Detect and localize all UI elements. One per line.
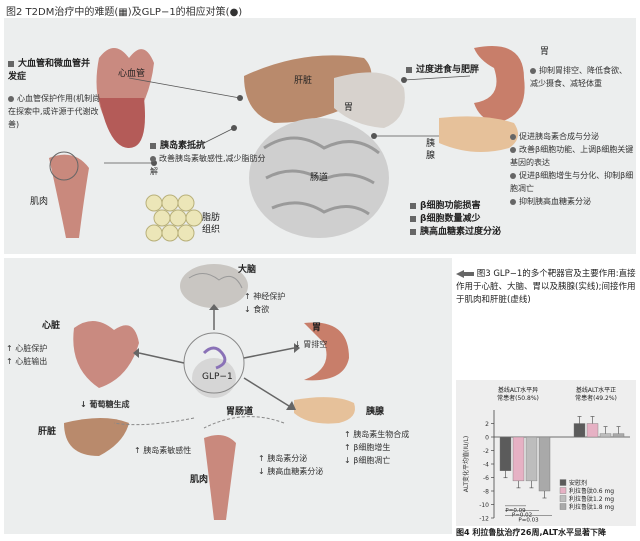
- legend-label: 利拉鲁肽1.8 mg: [569, 503, 614, 511]
- muscle3-shape: [204, 434, 236, 520]
- p-value-label: P=0.02: [512, 513, 532, 519]
- figure2-title: 图2 T2DM治疗中的难题(▦)及GLP−1的相应对策(●): [6, 7, 243, 18]
- bar: [612, 433, 625, 438]
- overeating-label: 过度进食与肥胖: [406, 62, 479, 75]
- gut-label: 肠道: [310, 173, 329, 183]
- y-tick-label: -12: [479, 516, 489, 523]
- beta-issues: β细胞功能损害 β细胞数量减少 胰高血糖素过度分泌: [410, 200, 501, 239]
- right-group-label-2: 常患者(49.2%): [575, 394, 617, 402]
- pancreas-bullets: 促进胰岛素合成与分泌 改善β细胞功能、上调β细胞关键基因的表达 促进β细胞增生与…: [510, 130, 634, 208]
- pancreas3-shape: [294, 397, 355, 424]
- legend-label: 安慰剂: [569, 479, 587, 487]
- legend-label: 利拉鲁肽1.2 mg: [569, 495, 614, 503]
- y-tick-label: -4: [483, 462, 489, 469]
- pancreas-bullet-4: 抑制胰高血糖素分泌: [510, 195, 634, 208]
- heart3-label: 心脏: [42, 321, 61, 331]
- bar: [499, 436, 512, 471]
- stomach-shape: [334, 72, 405, 128]
- y-tick-label: -8: [483, 489, 489, 496]
- stomach-right-label: 胃: [540, 47, 550, 57]
- figure2-illustration: [49, 46, 525, 242]
- muscle3-label: 肌肉: [190, 475, 209, 485]
- pancreas-bullet-2: 改善β细胞功能、上调β细胞关键基因的表达: [510, 145, 634, 167]
- liver-label: 肝脏: [294, 76, 313, 86]
- legend-swatch: [559, 503, 567, 510]
- legend-swatch: [559, 487, 567, 494]
- heart-label: 心血管: [118, 69, 146, 79]
- beta-reduce-label: β细胞数量减少: [410, 213, 501, 226]
- bar: [512, 436, 525, 482]
- bar: [586, 423, 599, 438]
- pancreas-effect-1: ↑ 胰岛素生物合成: [344, 430, 410, 439]
- pancreas3-label: 胰腺: [366, 407, 385, 417]
- cardio-issue-label: 大血管和微血管并发症: [8, 59, 91, 82]
- stomach3-label: 胃: [312, 323, 322, 333]
- left-group-label-2: 常患者(50.8%): [497, 394, 539, 402]
- hormone-effect-1: ↑ 胰岛素分泌: [258, 454, 308, 463]
- liver3-label: 肝脏: [38, 427, 57, 437]
- figure4-chart: 20-2-4-6-8-10-12ALT变化平均值(IU/L)基线ALT水平异常患…: [456, 380, 636, 526]
- glucagon-label: 胰高血糖素过度分泌: [410, 226, 501, 239]
- brain-shape: [180, 264, 248, 308]
- right-group-label-1: 基线ALT水平正: [576, 386, 616, 394]
- fat-cells: [145, 194, 203, 242]
- p-value-label: P=0.09: [505, 508, 526, 514]
- pancreas-effect-2: ↑ β细胞增生: [344, 443, 391, 452]
- y-tick-label: 0: [485, 435, 489, 442]
- brain-effect-1: ↑ 神经保护: [244, 292, 286, 301]
- stomach-effect: ↓ 胃排空: [294, 340, 328, 349]
- stomach-bullet: 抑制胃排空、降低食欲、减少摄食、减轻体重: [530, 66, 627, 88]
- caption-arrow-icon: [456, 269, 474, 278]
- p-value-label: P=0.03: [518, 517, 539, 523]
- left-group-label-1: 基线ALT水平异: [498, 386, 538, 394]
- stomach-illustration: [474, 46, 525, 123]
- bar: [599, 433, 612, 438]
- liver3-shape: [64, 418, 129, 456]
- stomach-center-label: 胃: [344, 103, 354, 113]
- pancreas-bullet-3: 促进β细胞增生与分化、抑制β细胞凋亡: [510, 171, 634, 193]
- beta-damage-label: β细胞功能损害: [410, 200, 501, 213]
- fat-label: 脂肪组织: [202, 213, 221, 235]
- stomach3-shape: [304, 322, 349, 381]
- hormone-effect-2: ↓ 胰高血糖素分泌: [258, 467, 324, 476]
- heart-effect-2: ↑ 心脏输出: [6, 357, 48, 366]
- figure3-illustration: [64, 264, 355, 520]
- pancreas-effects: ↑ 胰岛素生物合成 ↑ β细胞增生 ↓ β细胞凋亡: [344, 428, 409, 467]
- insulin-resistance-label: 胰岛素抵抗: [150, 138, 205, 151]
- bar: [525, 436, 538, 482]
- muscle-illustration: [49, 154, 89, 238]
- heart3-shape: [73, 320, 139, 388]
- brain-effect-2: ↓ 食欲: [244, 305, 270, 314]
- pancreas-effect-3: ↓ β细胞凋亡: [344, 456, 391, 465]
- legend-label: 利拉鲁肽0.6 mg: [569, 487, 614, 495]
- bar: [573, 423, 586, 438]
- figure3-caption: 图3 GLP−1的多个靶器官及主要作用:直接作用于心脏、大脑、胃以及胰腺(实线)…: [456, 269, 636, 305]
- bar: [538, 436, 551, 492]
- liver-effect: ↓ 葡萄糖生成: [80, 400, 130, 409]
- brain-label: 大脑: [238, 265, 257, 275]
- pancreas-label: 胰腺: [426, 139, 436, 161]
- y-tick-label: -2: [483, 448, 489, 455]
- pancreas-bullet-1: 促进胰岛素合成与分泌: [510, 130, 634, 143]
- legend-swatch: [559, 479, 567, 486]
- gut3-label: 胃肠道: [226, 407, 254, 417]
- insulin-bullet: 改善胰岛素敏感性,减少脂肪分解: [150, 154, 266, 176]
- figure4-caption: 图4 利拉鲁肽治疗26周,ALT水平显著下降: [456, 528, 606, 537]
- hormone-effects: ↑ 胰岛素分泌 ↓ 胰高血糖素分泌: [258, 452, 323, 478]
- muscle-label: 肌肉: [30, 197, 49, 207]
- brain-effects: ↑ 神经保护 ↓ 食欲: [244, 290, 285, 316]
- muscle-effect: ↑ 胰岛素敏感性: [134, 446, 192, 455]
- pancreas-illustration: [439, 116, 518, 152]
- heart-effects: ↑ 心脏保护 ↑ 心脏输出: [6, 342, 47, 368]
- y-tick-label: -10: [479, 502, 489, 509]
- glp1-label: GLP−1: [202, 372, 233, 382]
- y-tick-label: -6: [483, 475, 489, 482]
- heart-effect-1: ↑ 心脏保护: [6, 344, 48, 353]
- cardio-bullet: 心血管保护作用(机制尚在探索中,或许源于代谢改善): [8, 94, 101, 129]
- legend-swatch: [559, 495, 567, 502]
- y-axis-label: ALT变化平均值(IU/L): [462, 436, 470, 493]
- y-tick-label: 2: [485, 421, 489, 428]
